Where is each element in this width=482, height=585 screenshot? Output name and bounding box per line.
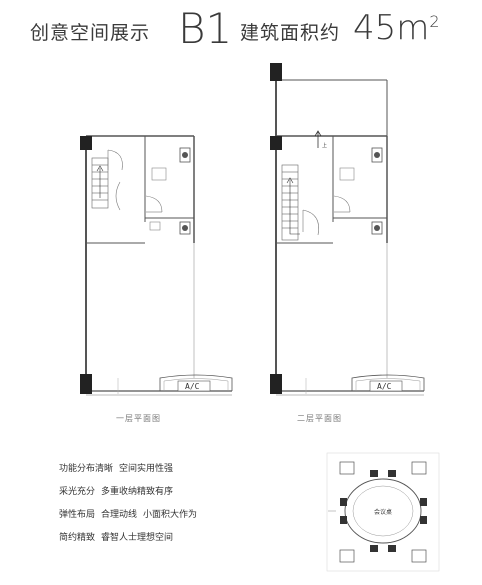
feature-list: 功能分布清晰空间实用性强 采光充分多重收纳精致有序 弹性布局合理动线小面积大作为… — [59, 463, 259, 555]
feature-text: 合理动线 — [101, 510, 138, 520]
stair-up-label: 上 — [322, 142, 327, 149]
column — [270, 136, 282, 150]
floor2-staircase — [281, 164, 300, 241]
floor2-plan — [270, 63, 425, 396]
feature-text: 弹性布局 — [59, 510, 96, 520]
column — [270, 63, 282, 81]
column — [80, 374, 92, 394]
page-header: 创意空间展示 B1 建筑面积约 45m2 — [0, 4, 482, 56]
area-value: 45m2 — [353, 8, 440, 48]
conference-table-plan — [326, 452, 440, 572]
feature-row: 弹性布局合理动线小面积大作为 — [59, 509, 259, 532]
table-center-label: 会议桌 — [374, 508, 392, 516]
area-label: 建筑面积约 — [240, 22, 341, 44]
feature-text: 小面积大作为 — [143, 510, 198, 520]
floor1-ac-label: A/C — [185, 382, 200, 391]
feature-text: 简约精致 — [59, 533, 96, 543]
feature-row: 功能分布清晰空间实用性强 — [59, 463, 259, 486]
feature-row: 采光充分多重收纳精致有序 — [59, 486, 259, 509]
space-title: 创意空间展示 — [30, 22, 151, 44]
column — [270, 374, 282, 394]
floor2-ac-label: A/C — [377, 382, 392, 391]
column — [80, 136, 92, 150]
feature-text: 空间实用性强 — [119, 464, 174, 474]
floor1-plan — [80, 135, 233, 396]
unit-code: B1 — [178, 4, 233, 53]
feature-text: 多重收纳精致有序 — [101, 487, 174, 497]
feature-text: 睿智人士理想空间 — [101, 533, 174, 543]
floor2-caption: 二层平面图 — [297, 414, 342, 423]
feature-text: 功能分布清晰 — [59, 464, 114, 474]
feature-text: 采光充分 — [59, 487, 96, 497]
feature-row: 简约精致睿智人士理想空间 — [59, 532, 259, 555]
floor1-caption: 一层平面图 — [116, 414, 161, 423]
floor1-staircase — [91, 157, 109, 209]
